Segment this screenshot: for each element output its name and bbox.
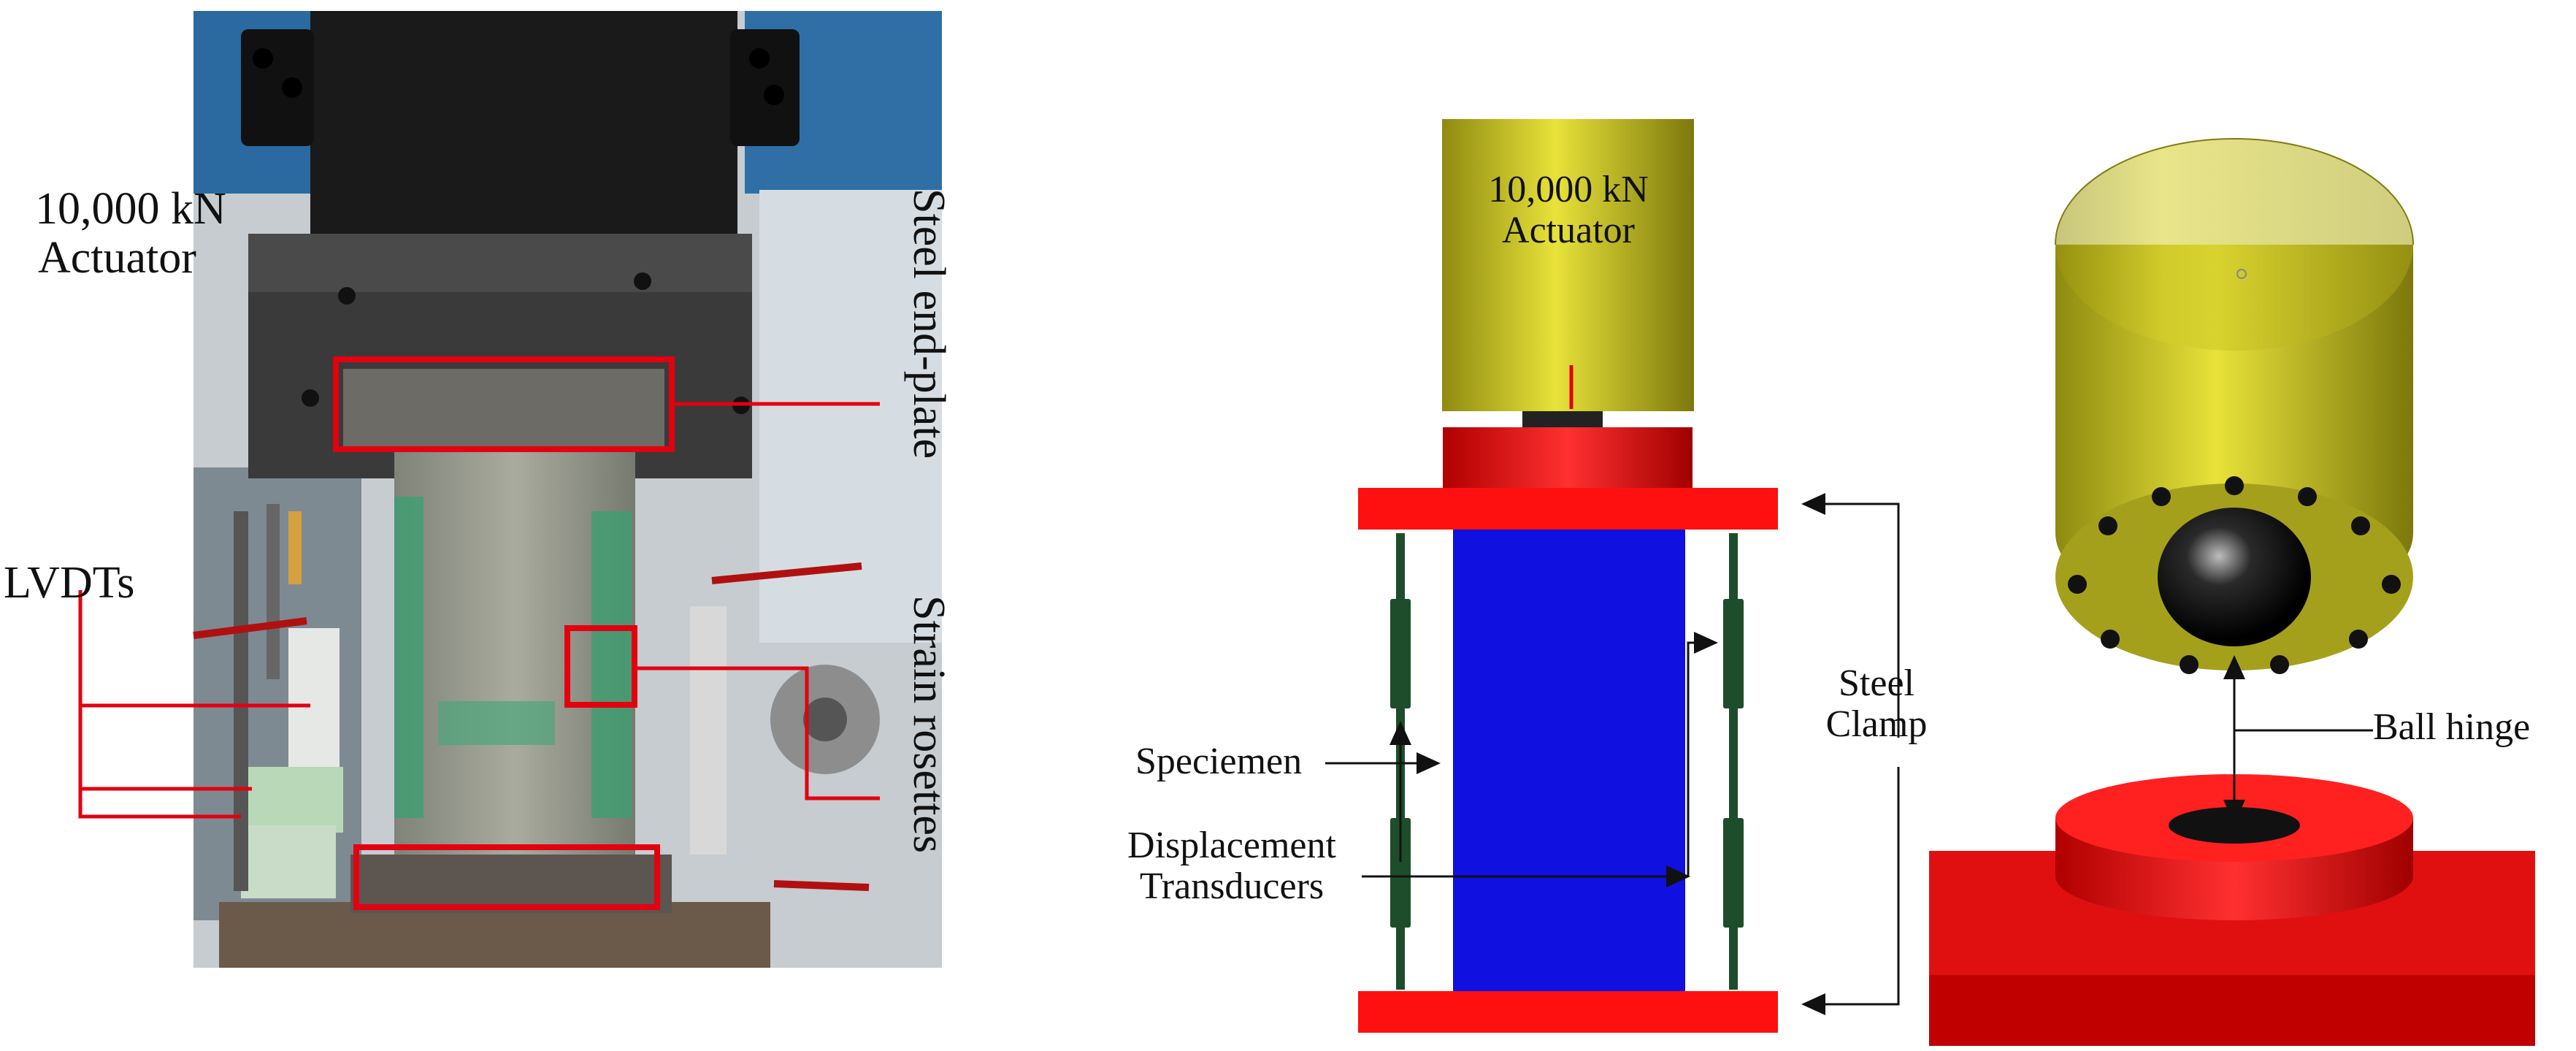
schematic-panel [1325,119,1900,1033]
photo-actuator-line2: Actuator [38,232,196,283]
photo-panel [78,11,942,968]
schematic-actuator-line1: 10,000 kN [1488,169,1649,210]
transducers-line1: Displacement [1127,825,1336,866]
strain-rosettes-label: Strain rosettes [904,595,954,853]
strain-leader [635,666,880,800]
base-callout-box [353,844,660,910]
top-clamp-plate [1358,488,1778,530]
lvdt-leader-main [78,590,241,819]
transducers-line2: Transducers [1139,865,1325,908]
specimen-schematic [1453,530,1685,991]
top-bearing-schematic [1443,427,1693,493]
end-plate-photo [343,369,664,449]
ball-hinge-model [2158,508,2311,646]
transducers-label: Displacement Transducers [1104,825,1360,907]
ball-hinge-label: Ball hinge [2373,706,2531,748]
speciemen-label: Speciemen [1135,741,1303,782]
lvdt-label: LVDTs [4,558,135,608]
end-plate-label: Steel end-plate [904,188,954,459]
steel-clamp-line2: Clamp [1825,703,1928,746]
photo-actuator-label: 10,000 kN Actuator [35,185,226,283]
steel-clamp-line1: Steel [1839,662,1914,704]
schematic-actuator-line2: Actuator [1502,210,1635,252]
photo-actuator-line1: 10,000 kN [35,184,226,234]
schematic-actuator-label: 10,000 kN Actuator [1473,169,1663,251]
model-panel [1929,138,2535,1046]
steel-clamp-label: Steel Clamp [1814,662,1939,746]
actuator-photo [310,11,737,237]
actuator-schematic [1442,119,1694,411]
bottom-clamp-plate [1358,991,1778,1033]
